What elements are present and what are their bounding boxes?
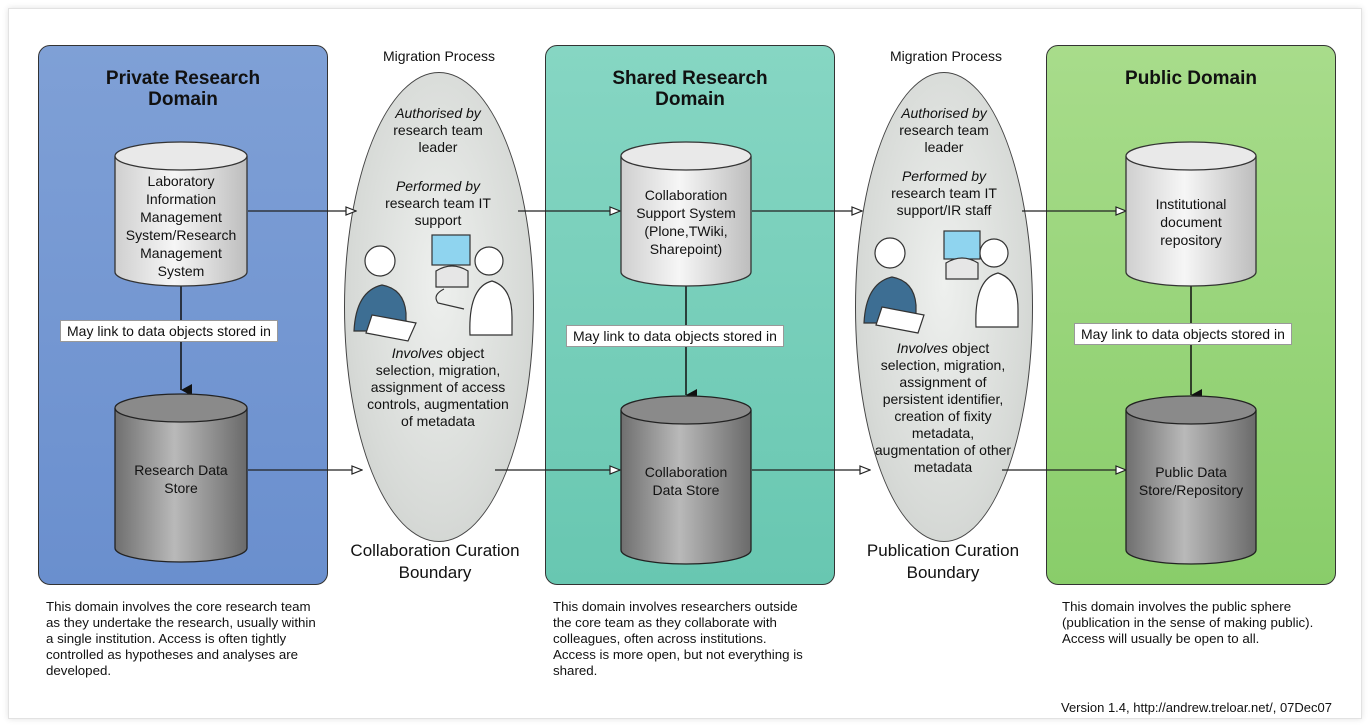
computer-monitor-icon: [943, 230, 981, 260]
store-label: Public Data Store/Repository: [1138, 464, 1244, 498]
research-data-store-icon: [114, 393, 248, 563]
involves-value: object selection, migration, assignment …: [367, 345, 509, 429]
lims-database: Laboratory Information Management System…: [115, 172, 247, 280]
performed-label: Performed by: [395, 178, 481, 194]
link-label: May link to data objects stored in: [60, 320, 278, 342]
store-label: Collaboration Data Store: [644, 464, 728, 498]
public-domain-description: This domain involves the public sphere (…: [1062, 599, 1314, 646]
collaboration-data-store-icon: [620, 395, 752, 565]
researcher-icon: [353, 234, 513, 342]
migration-process-heading: Migration Process: [382, 48, 496, 64]
private-domain-description: This domain involves the core research t…: [46, 599, 316, 678]
authorised-label: Authorised by: [395, 105, 481, 121]
authorised-value: research team leader: [899, 122, 989, 155]
publication-curation-boundary: Publication Curation Boundary: [866, 541, 1020, 582]
authorised-by-text: Authorised by research team leader: [372, 105, 504, 156]
link-label: May link to data objects stored in: [566, 325, 784, 347]
computer-monitor-icon: [431, 234, 471, 266]
performed-value: research team IT support: [385, 195, 491, 228]
authorised-value: research team leader: [393, 122, 483, 155]
involves-label: Involves: [896, 340, 949, 356]
shared-domain-description: This domain involves researchers outside…: [553, 599, 803, 678]
public-data-store-icon: [1125, 395, 1257, 565]
performed-by-text: Performed by research team IT support/IR…: [876, 168, 1012, 219]
involves-value: object selection, migration, assignment …: [874, 340, 1012, 475]
public-data-store: Public Data Store/Repository: [1126, 426, 1256, 536]
institutional-repository-database-icon: [1125, 141, 1257, 287]
version-footer: Version 1.4, http://andrew.treloar.net/,…: [1060, 700, 1332, 715]
domain-title: Private Research Domain: [105, 68, 261, 110]
research-data-store: Research Data Store: [115, 424, 247, 534]
document-icon: [365, 314, 417, 342]
involves-label: Involves: [391, 345, 444, 361]
store-label: Laboratory Information Management System…: [125, 173, 237, 279]
document-icon: [875, 306, 925, 334]
migration-process-heading: Migration Process: [889, 48, 1003, 64]
authorised-by-text: Authorised by research team leader: [880, 105, 1008, 156]
collaboration-support-system: Collaboration Support System (Plone,TWik…: [621, 172, 751, 272]
researcher-icon: [863, 230, 1019, 334]
store-label: Institutional document repository: [1155, 196, 1227, 248]
institutional-repository: Institutional document repository: [1126, 172, 1256, 272]
performed-label: Performed by: [901, 168, 987, 184]
domain-title: Shared Research Domain: [612, 68, 768, 110]
involves-text: Involves object selection, migration, as…: [366, 345, 510, 430]
collaboration-curation-boundary: Collaboration Curation Boundary: [350, 541, 520, 582]
store-label: Research Data Store: [134, 462, 228, 496]
domain-title: Public Domain: [1125, 68, 1257, 89]
involves-text: Involves object selection, migration, as…: [868, 340, 1018, 476]
performed-by-text: Performed by research team IT support: [372, 178, 504, 229]
authorised-label: Authorised by: [901, 105, 987, 121]
collaboration-support-database-icon: [620, 141, 752, 287]
store-label: Collaboration Support System (Plone,TWik…: [636, 187, 736, 257]
performed-value: research team IT support/IR staff: [891, 185, 997, 218]
link-label: May link to data objects stored in: [1074, 323, 1292, 345]
lims-database-icon: [114, 141, 248, 287]
collaboration-data-store: Collaboration Data Store: [621, 426, 751, 536]
